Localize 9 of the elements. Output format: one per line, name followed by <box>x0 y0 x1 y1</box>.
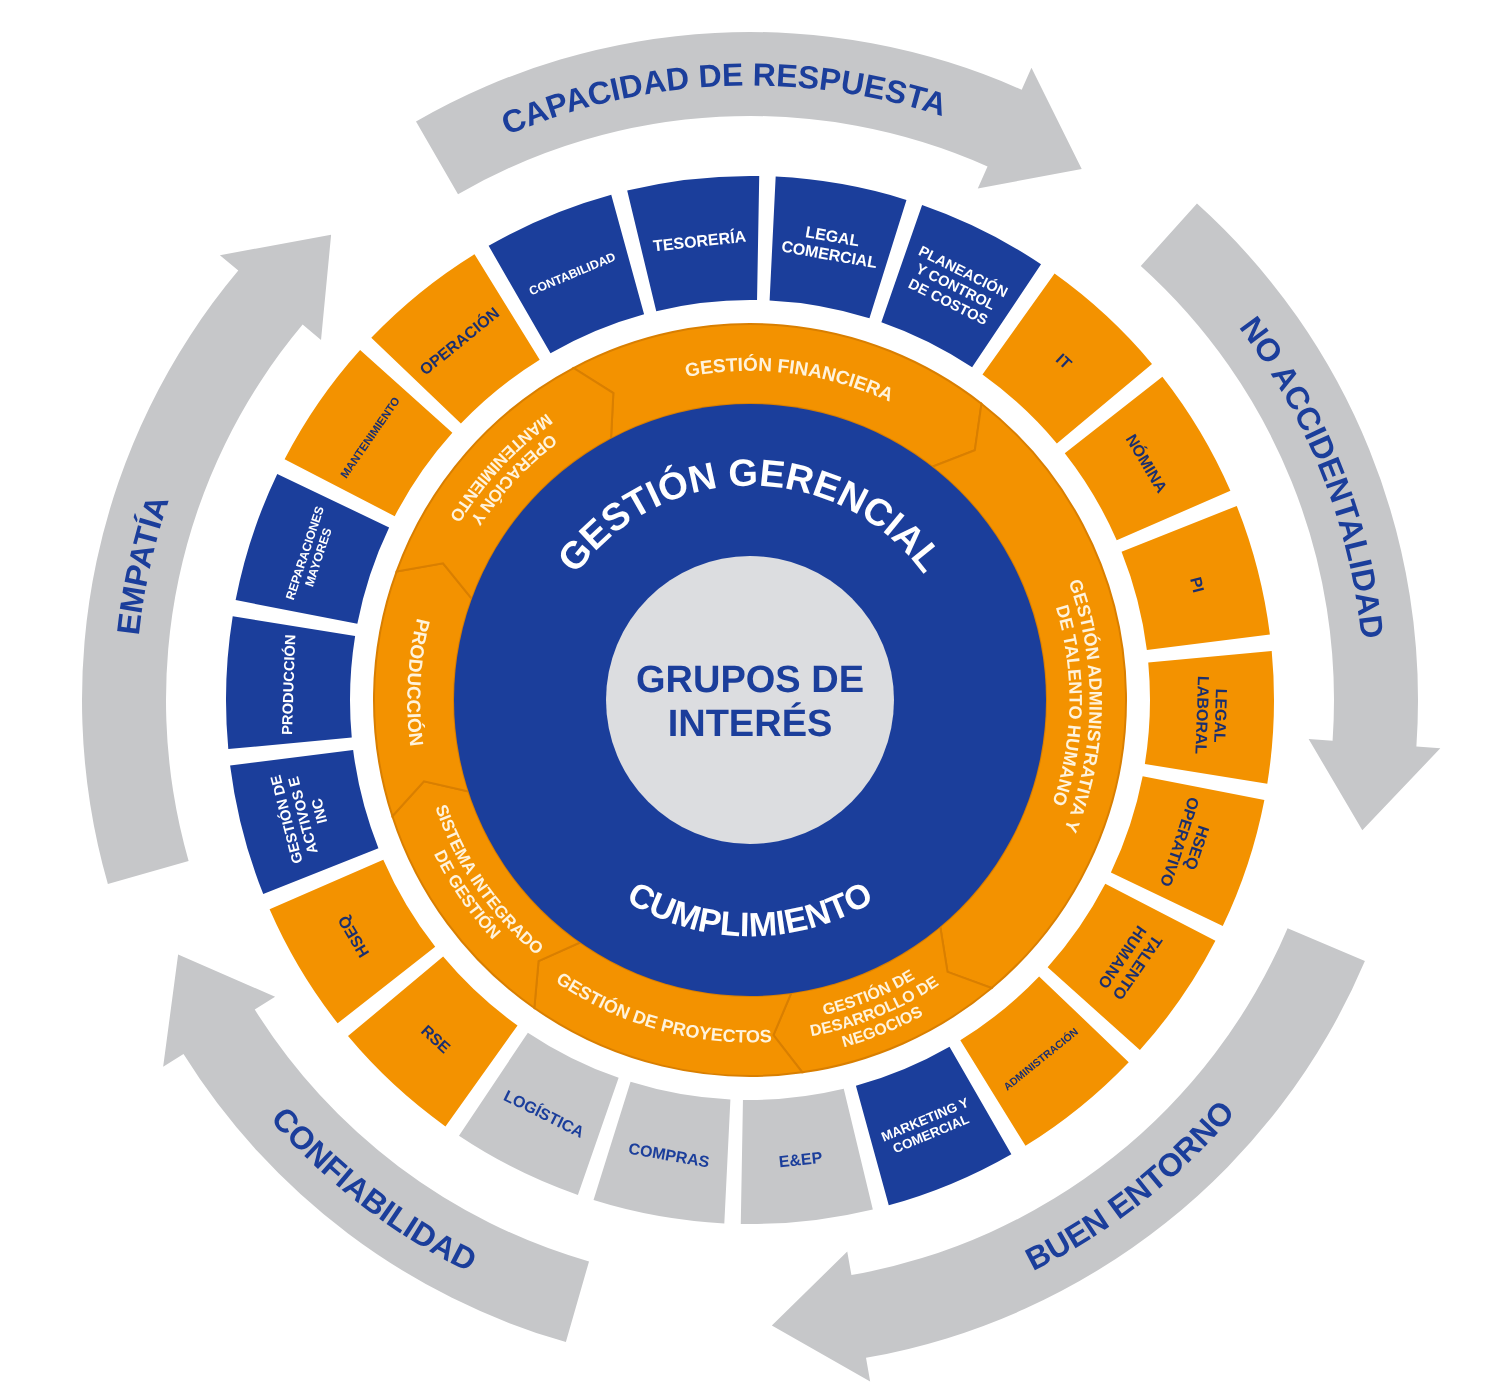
segment-label: IT <box>1052 350 1075 374</box>
segment-label: E&EP <box>777 1148 824 1172</box>
segment-label: TESORERÍA <box>652 227 747 256</box>
segment-label: LEGAL LABORAL <box>1191 675 1231 755</box>
disc-label: CUMPLIMIENTO <box>621 874 879 945</box>
segment-label: COMPRAS <box>627 1139 711 1172</box>
segment-label: PI <box>1186 575 1208 595</box>
center-label: GRUPOS DE INTERÉS <box>635 659 865 746</box>
segment-label: LEGAL COMERCIAL <box>779 223 879 273</box>
